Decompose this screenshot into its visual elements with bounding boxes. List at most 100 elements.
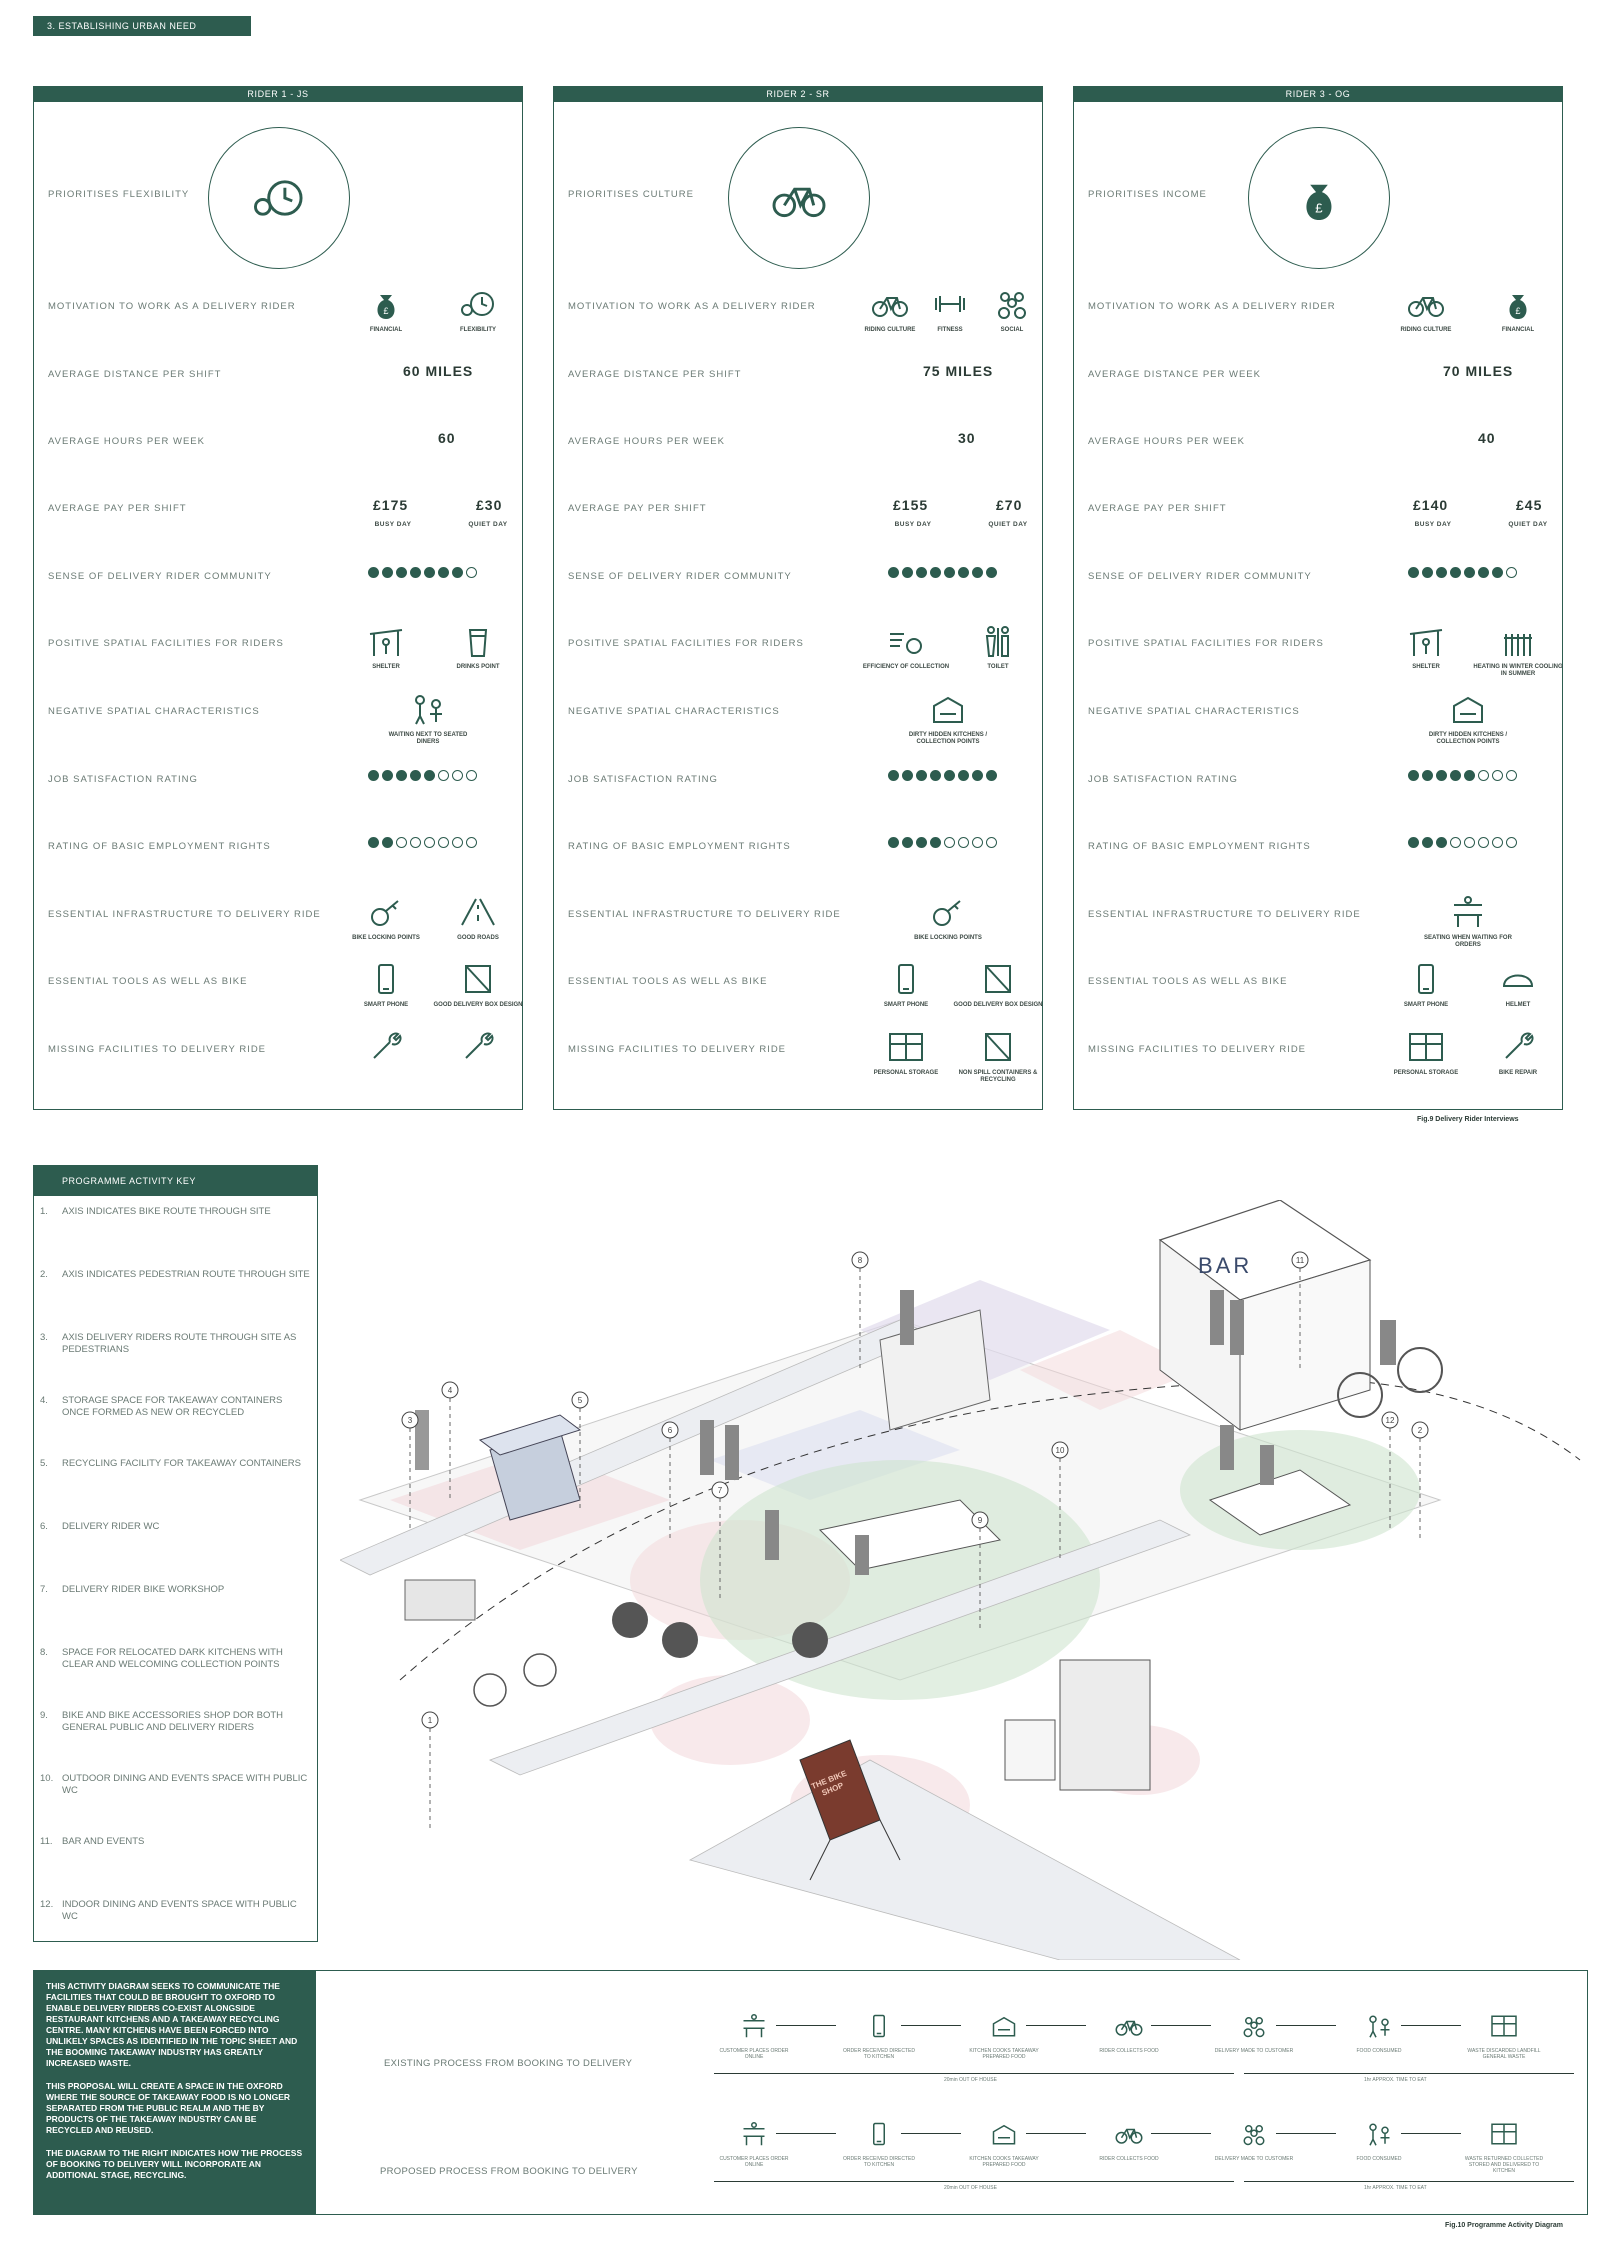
- row-label-job: JOB SATISFACTION RATING: [48, 774, 198, 785]
- rating-dot: [1436, 770, 1447, 781]
- key-number: 3.: [40, 1332, 48, 1343]
- rating-dot: [1422, 567, 1433, 578]
- key-text: STORAGE SPACE FOR TAKEAWAY CONTAINERS ON…: [62, 1395, 283, 1418]
- row-label-motivation: MOTIVATION TO WORK AS A DELIVERY RIDER: [1088, 301, 1336, 312]
- rating-dot: [902, 770, 913, 781]
- rating-dot: [1506, 770, 1517, 781]
- rating-dot: [972, 770, 983, 781]
- pay-busy-label: BUSY DAY: [894, 521, 932, 528]
- rating-dot: [1464, 837, 1475, 848]
- key-text: OUTDOOR DINING AND EVENTS SPACE WITH PUB…: [62, 1773, 308, 1796]
- distance-value: 75 MILES: [923, 363, 994, 379]
- rating-dot: [1464, 770, 1475, 781]
- pay-quiet-value: £45: [1516, 497, 1543, 513]
- row-label-pay: AVERAGE PAY PER SHIFT: [1088, 503, 1227, 514]
- rating-dot: [1478, 837, 1489, 848]
- row-missing: MISSING FACILITIES TO DELIVERY RIDE: [48, 1030, 510, 1090]
- process-step-caption: CUSTOMER PLACES ORDER ONLINE: [719, 2156, 789, 2168]
- priority-bag-icon: £: [1248, 127, 1390, 269]
- time-label: 20min OUT OF HOUSE: [944, 2185, 997, 2191]
- rating-dot: [368, 837, 379, 848]
- icon-caption: GOOD DELIVERY BOX DESIGN: [433, 1002, 523, 1008]
- time-label: 20min OUT OF HOUSE: [944, 2077, 997, 2083]
- row-motivation: MOTIVATION TO WORK AS A DELIVERY RIDER£F…: [48, 287, 510, 347]
- marker-circle: [851, 1251, 869, 1269]
- rating-dot: [396, 837, 407, 848]
- icon-caption: SHELTER: [372, 664, 400, 670]
- icon-caption: EFFICIENCY OF COLLECTION: [862, 664, 950, 670]
- marker-number: 5: [578, 1396, 583, 1405]
- row-label-positive: POSITIVE SPATIAL FACILITIES FOR RIDERS: [48, 638, 284, 649]
- process-step-caption: RIDER COLLECTS FOOD: [1099, 2156, 1159, 2162]
- priority-bike-icon: [728, 127, 870, 269]
- icon-caption: DRINKS POINT: [456, 664, 500, 670]
- rating-dot: [888, 770, 899, 781]
- key-text: BIKE AND BIKE ACCESSORIES SHOP DOR BOTH …: [62, 1710, 284, 1733]
- row-label-infra: ESSENTIAL INFRASTRUCTURE TO DELIVERY RID…: [568, 909, 841, 920]
- rating-dot: [986, 567, 997, 578]
- rating-dot: [1478, 770, 1489, 781]
- key-text: AXIS INDICATES BIKE ROUTE THROUGH SITE: [62, 1206, 271, 1217]
- key-text: RECYCLING FACILITY FOR TAKEAWAY CONTAINE…: [62, 1458, 301, 1469]
- fig9-caption: Fig.9 Delivery Rider Interviews: [1417, 1116, 1519, 1123]
- phone-icon: [839, 2011, 919, 2046]
- row-label-hours: AVERAGE HOURS PER WEEK: [48, 436, 205, 447]
- process-step: WASTE RETURNED COLLECTED STORED AND DELI…: [1464, 2119, 1544, 2174]
- key-text: DELIVERY RIDER BIKE WORKSHOP: [62, 1584, 225, 1595]
- marker-number: 10: [1056, 1446, 1065, 1455]
- time-label: 1hr APPROX. TIME TO EAT: [1364, 2077, 1427, 2083]
- rating-dot: [888, 567, 899, 578]
- marker-circle: [661, 1421, 679, 1439]
- rating-dot: [466, 567, 477, 578]
- marker-number: 9: [978, 1516, 983, 1525]
- rating-dot: [958, 837, 969, 848]
- process-arrow: [1276, 2133, 1336, 2134]
- group-icon: [1214, 2119, 1294, 2154]
- process-step: DELIVERY MADE TO CUSTOMER: [1214, 2011, 1294, 2054]
- process-step: DELIVERY MADE TO CUSTOMER: [1214, 2119, 1294, 2162]
- process-step-caption: FOOD CONSUMED: [1356, 2156, 1402, 2162]
- rating-dot: [382, 567, 393, 578]
- rating-dot: [424, 837, 435, 848]
- row-label-hours: AVERAGE HOURS PER WEEK: [568, 436, 725, 447]
- row-label-distance: AVERAGE DISTANCE PER SHIFT: [48, 369, 222, 380]
- community-rating: [1408, 567, 1517, 578]
- rating-dot: [1408, 567, 1419, 578]
- rating-dot: [986, 837, 997, 848]
- icon-caption: FITNESS: [937, 327, 963, 333]
- icon-caption: DIRTY HIDDEN KITCHENS / COLLECTION POINT…: [1428, 732, 1508, 745]
- cup-icon: [458, 624, 498, 658]
- process-step: KITCHEN COOKS TAKEAWAY PREPARED FOOD: [964, 2011, 1044, 2060]
- row-label-negative: NEGATIVE SPATIAL CHARACTERISTICS: [1088, 706, 1300, 717]
- rights-rating: [1408, 837, 1517, 848]
- rating-dot: [930, 837, 941, 848]
- rights-rating: [368, 837, 477, 848]
- row-label-hours: AVERAGE HOURS PER WEEK: [1088, 436, 1245, 447]
- row-label-pay: AVERAGE PAY PER SHIFT: [568, 503, 707, 514]
- phone-icon: [886, 962, 926, 996]
- row-label-tools: ESSENTIAL TOOLS AS WELL AS BIKE: [1088, 976, 1288, 987]
- seat-icon: [714, 2119, 794, 2154]
- rating-dot: [410, 837, 421, 848]
- rating-dot: [958, 770, 969, 781]
- row-label-distance: AVERAGE DISTANCE PER SHIFT: [568, 369, 742, 380]
- pay-quiet-value: £30: [476, 497, 503, 513]
- key-text: DELIVERY RIDER WC: [62, 1521, 160, 1532]
- rating-dot: [944, 567, 955, 578]
- rating-dot: [438, 837, 449, 848]
- priority-clock-icon: [208, 127, 350, 269]
- row-label-rights: RATING OF BASIC EMPLOYMENT RIGHTS: [568, 841, 791, 852]
- rating-dot: [972, 567, 983, 578]
- icon-caption: HEATING IN WINTER COOLING IN SUMMER: [1473, 664, 1563, 677]
- rating-dot: [916, 770, 927, 781]
- group-icon: [992, 287, 1032, 321]
- pay-busy-label: BUSY DAY: [1414, 521, 1452, 528]
- paragraph-2: THIS PROPOSAL WILL CREATE A SPACE IN THE…: [46, 2081, 291, 2135]
- process-diagram: THIS ACTIVITY DIAGRAM SEEKS TO COMMUNICA…: [33, 1970, 1588, 2215]
- row-label-positive: POSITIVE SPATIAL FACILITIES FOR RIDERS: [568, 638, 804, 649]
- priority-label: PRIORITISES FLEXIBILITY: [48, 189, 190, 200]
